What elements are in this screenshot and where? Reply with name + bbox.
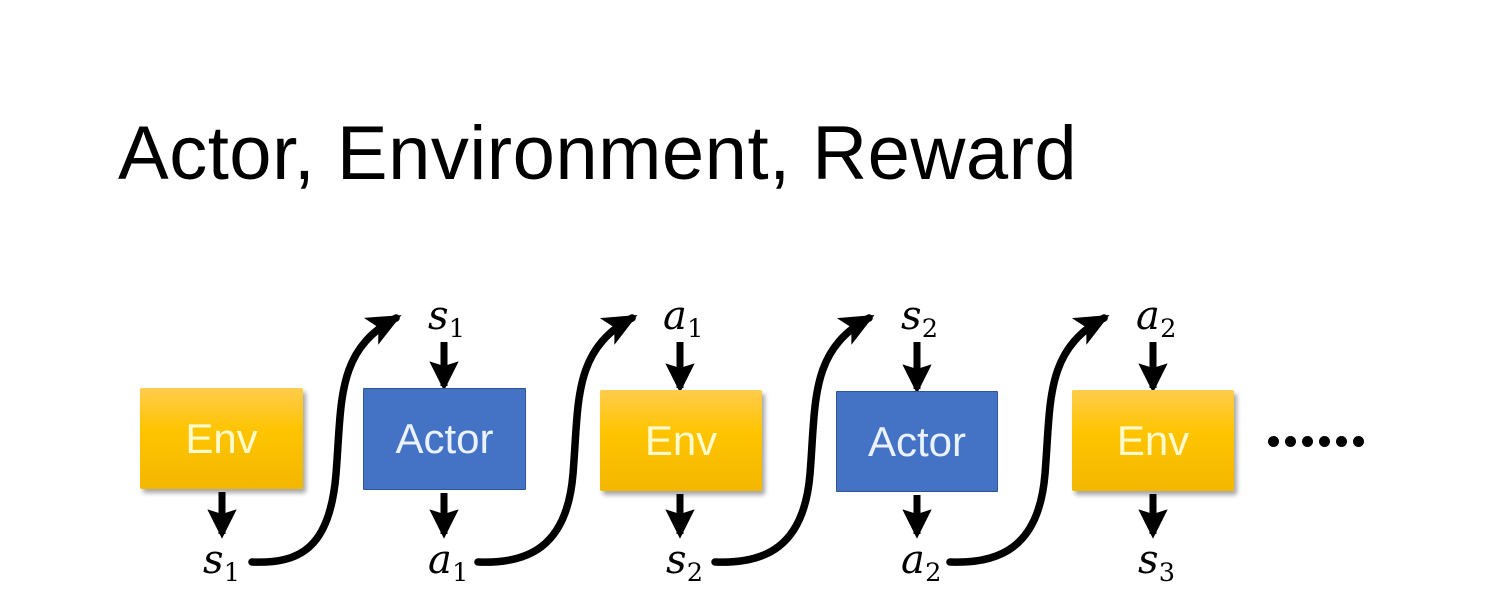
label-subscript: 2 (686, 557, 704, 588)
ellipsis-dot (1302, 436, 1313, 447)
page-title: Actor, Environment, Reward (118, 111, 1078, 196)
node-label: Env (1116, 416, 1190, 464)
node-box-actor2[interactable]: Actor (836, 391, 998, 492)
node-box-env2[interactable]: Env (600, 390, 762, 491)
label-base: a (663, 293, 687, 339)
label-subscript: 1 (223, 557, 241, 588)
label-base: s (203, 537, 224, 583)
label-base: a (1136, 293, 1160, 339)
math-label-top-a2: a2 (1136, 293, 1176, 341)
label-subscript: 2 (1160, 313, 1177, 344)
ellipsis-dot (1336, 436, 1347, 447)
ellipsis-dot (1268, 436, 1279, 447)
label-base: s (428, 293, 449, 339)
math-label-bot-a2: a2 (901, 537, 941, 585)
math-label-top-s1: s1 (428, 293, 465, 341)
label-subscript: 2 (921, 313, 939, 344)
math-label-top-a1: a1 (663, 293, 703, 341)
label-base: s (1138, 537, 1159, 583)
label-base: s (901, 293, 922, 339)
ellipsis-indicator (1268, 436, 1364, 447)
math-label-bot-a1: a1 (428, 537, 468, 585)
label-subscript: 2 (925, 557, 942, 588)
node-label: Env (185, 414, 258, 462)
node-label: Actor (395, 415, 494, 462)
ellipsis-dot (1353, 436, 1364, 447)
node-box-actor1[interactable]: Actor (363, 388, 526, 490)
math-label-top-s2: s2 (901, 293, 938, 341)
label-subscript: 3 (1158, 557, 1176, 588)
math-label-bot-s2: s2 (666, 537, 703, 585)
label-base: a (428, 537, 452, 583)
label-base: a (901, 537, 925, 583)
math-label-bot-s1: s1 (203, 537, 240, 585)
ellipsis-dot (1285, 436, 1296, 447)
node-box-env1[interactable]: Env (140, 388, 303, 489)
label-base: s (666, 537, 687, 583)
math-label-bot-s3: s3 (1138, 537, 1175, 585)
node-label: Env (644, 416, 718, 464)
ellipsis-dot (1319, 436, 1330, 447)
node-label: Actor (867, 417, 967, 465)
label-subscript: 1 (452, 557, 469, 588)
label-subscript: 1 (448, 313, 466, 344)
label-subscript: 1 (687, 313, 704, 344)
node-box-env3[interactable]: Env (1072, 390, 1234, 491)
